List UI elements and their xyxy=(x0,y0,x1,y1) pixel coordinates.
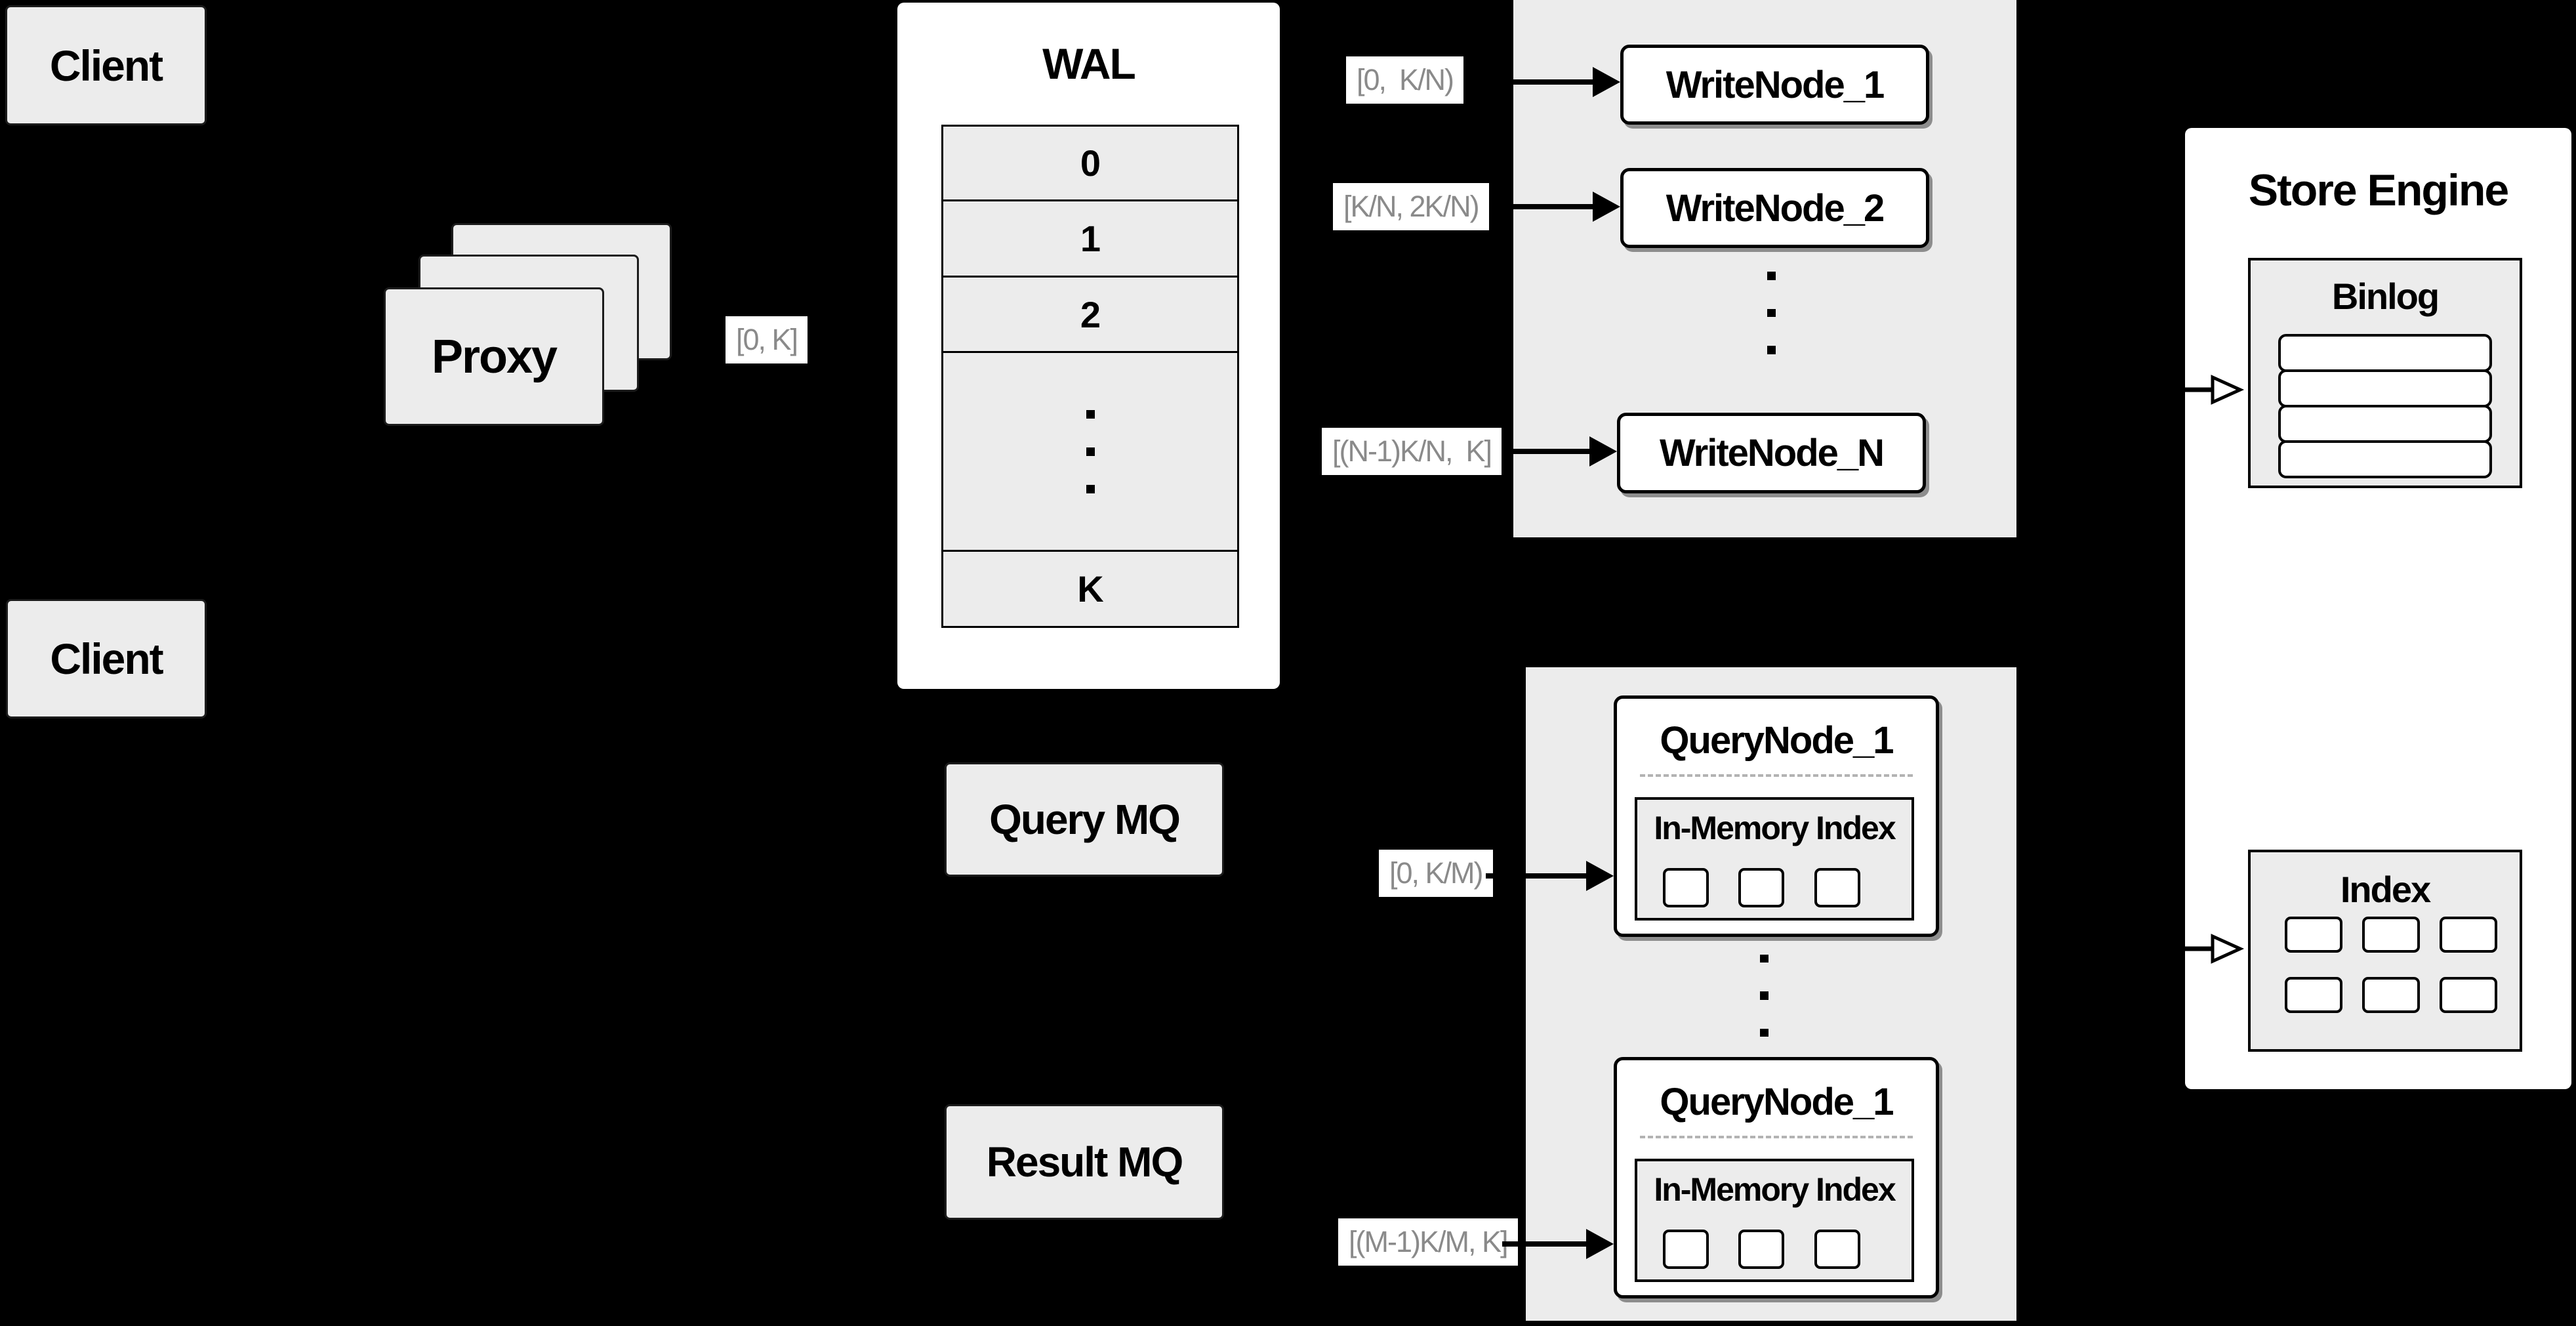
query-node-top: QueryNode_1 In-Memory Index xyxy=(1614,695,1939,937)
index-cell xyxy=(2285,917,2342,953)
index-cell xyxy=(1738,868,1784,907)
result-mq-box: Result MQ xyxy=(945,1104,1224,1220)
index-cell xyxy=(2440,977,2497,1013)
proxy-box-front: Proxy xyxy=(384,287,604,426)
ellipsis-dot xyxy=(1760,955,1768,963)
proxy-range-label: [0, K] xyxy=(726,316,808,363)
client-top-label: Client xyxy=(49,41,163,90)
index-cell xyxy=(2362,977,2420,1013)
ellipsis-dot xyxy=(1767,308,1776,318)
binlog-row xyxy=(2278,334,2492,372)
write-node-n: WriteNode_N xyxy=(1617,413,1926,493)
in-memory-index-top-label: In-Memory Index xyxy=(1654,810,1896,846)
wal-segment-1: 1 xyxy=(943,199,1237,276)
write-range-label-1: [0, K/N) xyxy=(1346,56,1464,104)
query-range-label-top: [0, K/M) xyxy=(1379,850,1493,897)
write-range-label-3: [(N-1)K/N, K] xyxy=(1322,428,1502,475)
index-cell xyxy=(2362,917,2420,953)
client-box-bottom: Client xyxy=(6,599,207,718)
ellipsis-dot xyxy=(1086,409,1095,419)
index-cell xyxy=(1814,868,1860,907)
write-node-2-label: WriteNode_2 xyxy=(1666,186,1885,230)
arrow-to-store-index xyxy=(2182,934,2245,964)
index-cell xyxy=(1663,1230,1709,1269)
client-bottom-label: Client xyxy=(50,634,163,683)
write-node-1: WriteNode_1 xyxy=(1620,45,1929,125)
ellipsis-dot xyxy=(1767,346,1776,355)
store-engine-box: Store Engine Binlog Index xyxy=(2182,128,2571,1089)
query-mq-label: Query MQ xyxy=(989,796,1181,843)
in-memory-index-bottom-label: In-Memory Index xyxy=(1654,1171,1896,1208)
wal-segment-2: 2 xyxy=(943,276,1237,351)
index-cell xyxy=(1738,1230,1784,1269)
ellipsis-dot xyxy=(1086,447,1095,456)
index-cell xyxy=(2440,917,2497,953)
query-node-bottom-title: QueryNode_1 xyxy=(1660,1081,1894,1123)
index-cell xyxy=(2285,977,2342,1013)
query-mq-box: Query MQ xyxy=(945,762,1224,877)
ellipsis-dot xyxy=(1767,272,1776,280)
in-memory-index-bottom: In-Memory Index xyxy=(1635,1159,1914,1282)
store-index-box: Index xyxy=(2248,850,2522,1052)
binlog-row xyxy=(2278,405,2492,443)
wal-ellipsis xyxy=(943,351,1237,550)
arrowhead-write-node-n xyxy=(1589,436,1617,466)
write-node-2: WriteNode_2 xyxy=(1620,168,1929,248)
wal-title: WAL xyxy=(1042,39,1136,88)
arrow-to-write-node-n xyxy=(1505,449,1589,454)
store-engine-title: Store Engine xyxy=(2248,165,2509,215)
index-cell xyxy=(1814,1230,1860,1269)
arrow-to-binlog xyxy=(2182,375,2245,405)
client-box-top: Client xyxy=(5,5,207,125)
in-memory-index-top: In-Memory Index xyxy=(1635,797,1914,921)
binlog-row xyxy=(2278,369,2492,407)
write-nodes-ellipsis xyxy=(1767,272,1776,355)
result-mq-label: Result MQ xyxy=(986,1138,1183,1186)
arrow-to-write-node-2 xyxy=(1500,204,1593,209)
wal-segment-0: 0 xyxy=(943,127,1237,199)
store-index-title: Index xyxy=(2340,869,2431,910)
query-range-label-bottom: [(M-1)K/M, K] xyxy=(1338,1218,1518,1266)
binlog-title: Binlog xyxy=(2331,276,2440,317)
ellipsis-dot xyxy=(1760,1028,1768,1037)
query-node-top-title: QueryNode_1 xyxy=(1660,719,1894,762)
arrowhead-query-node-bottom xyxy=(1586,1229,1614,1259)
write-node-n-label: WriteNode_N xyxy=(1659,432,1885,474)
ellipsis-dot xyxy=(1760,991,1768,1000)
arrow-to-query-node-top xyxy=(1486,873,1586,879)
write-node-1-label: WriteNode_1 xyxy=(1666,63,1885,106)
arrowhead-query-node-top xyxy=(1586,861,1614,891)
query-nodes-ellipsis xyxy=(1760,955,1768,1037)
query-node-bottom: QueryNode_1 In-Memory Index xyxy=(1614,1057,1939,1298)
wal-box: WAL 0 1 2 K xyxy=(897,3,1280,689)
binlog-box: Binlog xyxy=(2248,258,2522,488)
write-range-label-2: [K/N, 2K/N) xyxy=(1333,183,1489,230)
index-cell xyxy=(1663,868,1709,907)
ellipsis-dot xyxy=(1086,484,1095,493)
wal-segment-k: K xyxy=(943,550,1237,626)
arrow-to-query-node-bottom xyxy=(1502,1241,1586,1247)
arrowhead-write-node-2 xyxy=(1593,192,1620,222)
query-node-top-divider xyxy=(1640,774,1913,777)
query-node-bottom-divider xyxy=(1640,1136,1913,1138)
wal-table: 0 1 2 K xyxy=(941,125,1239,628)
proxy-label: Proxy xyxy=(431,330,558,383)
arrowhead-write-node-1 xyxy=(1593,67,1620,97)
arrow-to-write-node-1 xyxy=(1476,79,1593,85)
proxy-stack: Proxy xyxy=(384,223,672,426)
query-nodes-panel: QueryNode_1 In-Memory Index QueryNode_1 … xyxy=(1526,667,2016,1321)
binlog-row xyxy=(2278,440,2492,478)
